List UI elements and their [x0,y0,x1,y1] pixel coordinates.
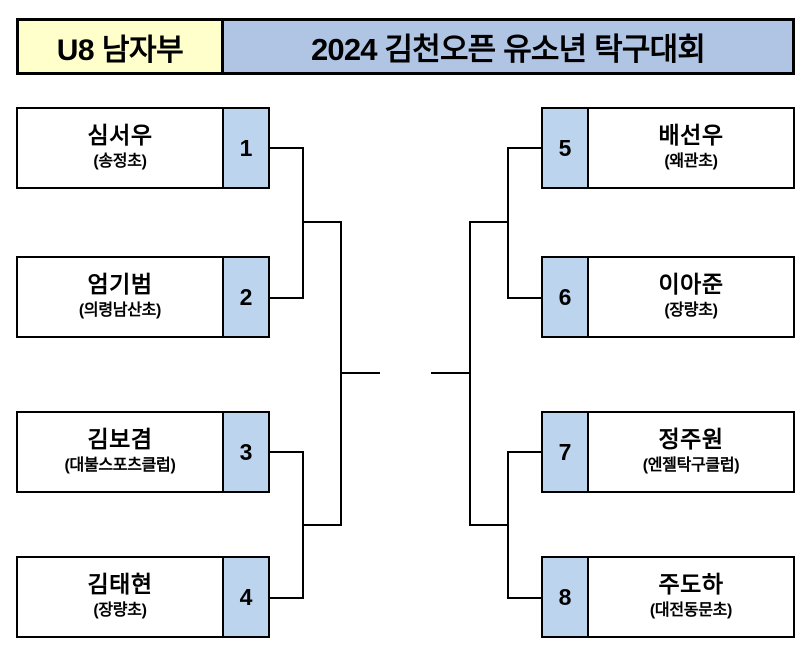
player-club: (엔젤탁구클럽) [642,456,740,474]
connector-line-seed-1 [270,147,304,149]
seed-number: 2 [239,283,253,310]
connector-line-seed-3 [270,451,304,453]
division-label: U8 남자부 [56,33,184,67]
player-name: 이아준 [658,270,724,297]
seed-cell: 3 [222,413,268,491]
player-box-seed-4[interactable]: 김태현 (장량초) 4 [16,556,270,638]
player-box-seed-2[interactable]: 엄기범 (의령남산초) 2 [16,256,270,338]
player-box-seed-7[interactable]: 정주원 (엔젤탁구클럽) 7 [541,411,795,493]
connector-bracket-5-6 [507,147,509,299]
seed-cell: 1 [222,109,268,187]
seed-cell: 6 [543,258,589,336]
player-info-seed-3: 김보겸 (대불스포츠클럽) [18,413,222,491]
player-name: 심서우 [87,121,153,148]
player-info-seed-2: 엄기범 (의령남산초) [18,258,222,336]
connector-line-left-final [340,372,380,374]
player-name: 엄기범 [87,270,153,297]
tournament-header: U8 남자부 2024 김천오픈 유소년 탁구대회 [16,18,795,75]
player-box-seed-6[interactable]: 이아준 (장량초) 6 [541,256,795,338]
connector-bracket-1-2 [302,147,304,299]
player-club: (대불스포츠클럽) [64,456,176,474]
seed-number: 7 [558,438,572,465]
player-info-seed-4: 김태현 (장량초) [18,558,222,636]
connector-line-seed-6 [507,297,541,299]
player-name: 정주원 [658,425,724,452]
connector-line-seed-4 [270,597,304,599]
connector-line-seed-5 [507,147,541,149]
seed-cell: 2 [222,258,268,336]
seed-number: 4 [239,583,253,610]
player-box-seed-3[interactable]: 김보겸 (대불스포츠클럽) 3 [16,411,270,493]
player-info-seed-8: 주도하 (대전동문초) [589,558,793,636]
seed-cell: 7 [543,413,589,491]
player-box-seed-8[interactable]: 주도하 (대전동문초) 8 [541,556,795,638]
seed-cell: 4 [222,558,268,636]
connector-line-left-upper-sf [302,221,342,223]
player-club: (대전동문초) [649,601,733,619]
connector-line-right-final [431,372,471,374]
seed-number: 6 [558,283,572,310]
seed-number: 3 [239,438,253,465]
player-box-seed-1[interactable]: 심서우 (송정초) 1 [16,107,270,189]
connector-line-right-lower-sf [469,524,509,526]
player-info-seed-5: 배선우 (왜관초) [589,109,793,187]
seed-cell: 8 [543,558,589,636]
connector-line-left-lower-sf [302,524,342,526]
division-label-cell: U8 남자부 [19,21,224,72]
player-name: 주도하 [658,570,724,597]
player-info-seed-6: 이아준 (장량초) [589,258,793,336]
player-club: (장량초) [664,301,718,319]
player-name: 김태현 [87,570,153,597]
player-club: (의령남산초) [78,301,162,319]
connector-line-seed-2 [270,297,304,299]
player-name: 김보겸 [87,425,153,452]
tournament-title-cell: 2024 김천오픈 유소년 탁구대회 [224,21,792,72]
connector-line-right-upper-sf [469,221,509,223]
seed-number: 5 [558,134,572,161]
player-info-seed-1: 심서우 (송정초) [18,109,222,187]
seed-number: 1 [239,134,253,161]
connector-line-seed-8 [507,597,541,599]
player-club: (장량초) [93,601,147,619]
player-name: 배선우 [658,121,724,148]
seed-number: 8 [558,583,572,610]
player-info-seed-7: 정주원 (엔젤탁구클럽) [589,413,793,491]
player-box-seed-5[interactable]: 배선우 (왜관초) 5 [541,107,795,189]
player-club: (왜관초) [664,152,718,170]
connector-line-seed-7 [507,451,541,453]
tournament-title: 2024 김천오픈 유소년 탁구대회 [310,32,706,67]
seed-cell: 5 [543,109,589,187]
player-club: (송정초) [93,152,147,170]
